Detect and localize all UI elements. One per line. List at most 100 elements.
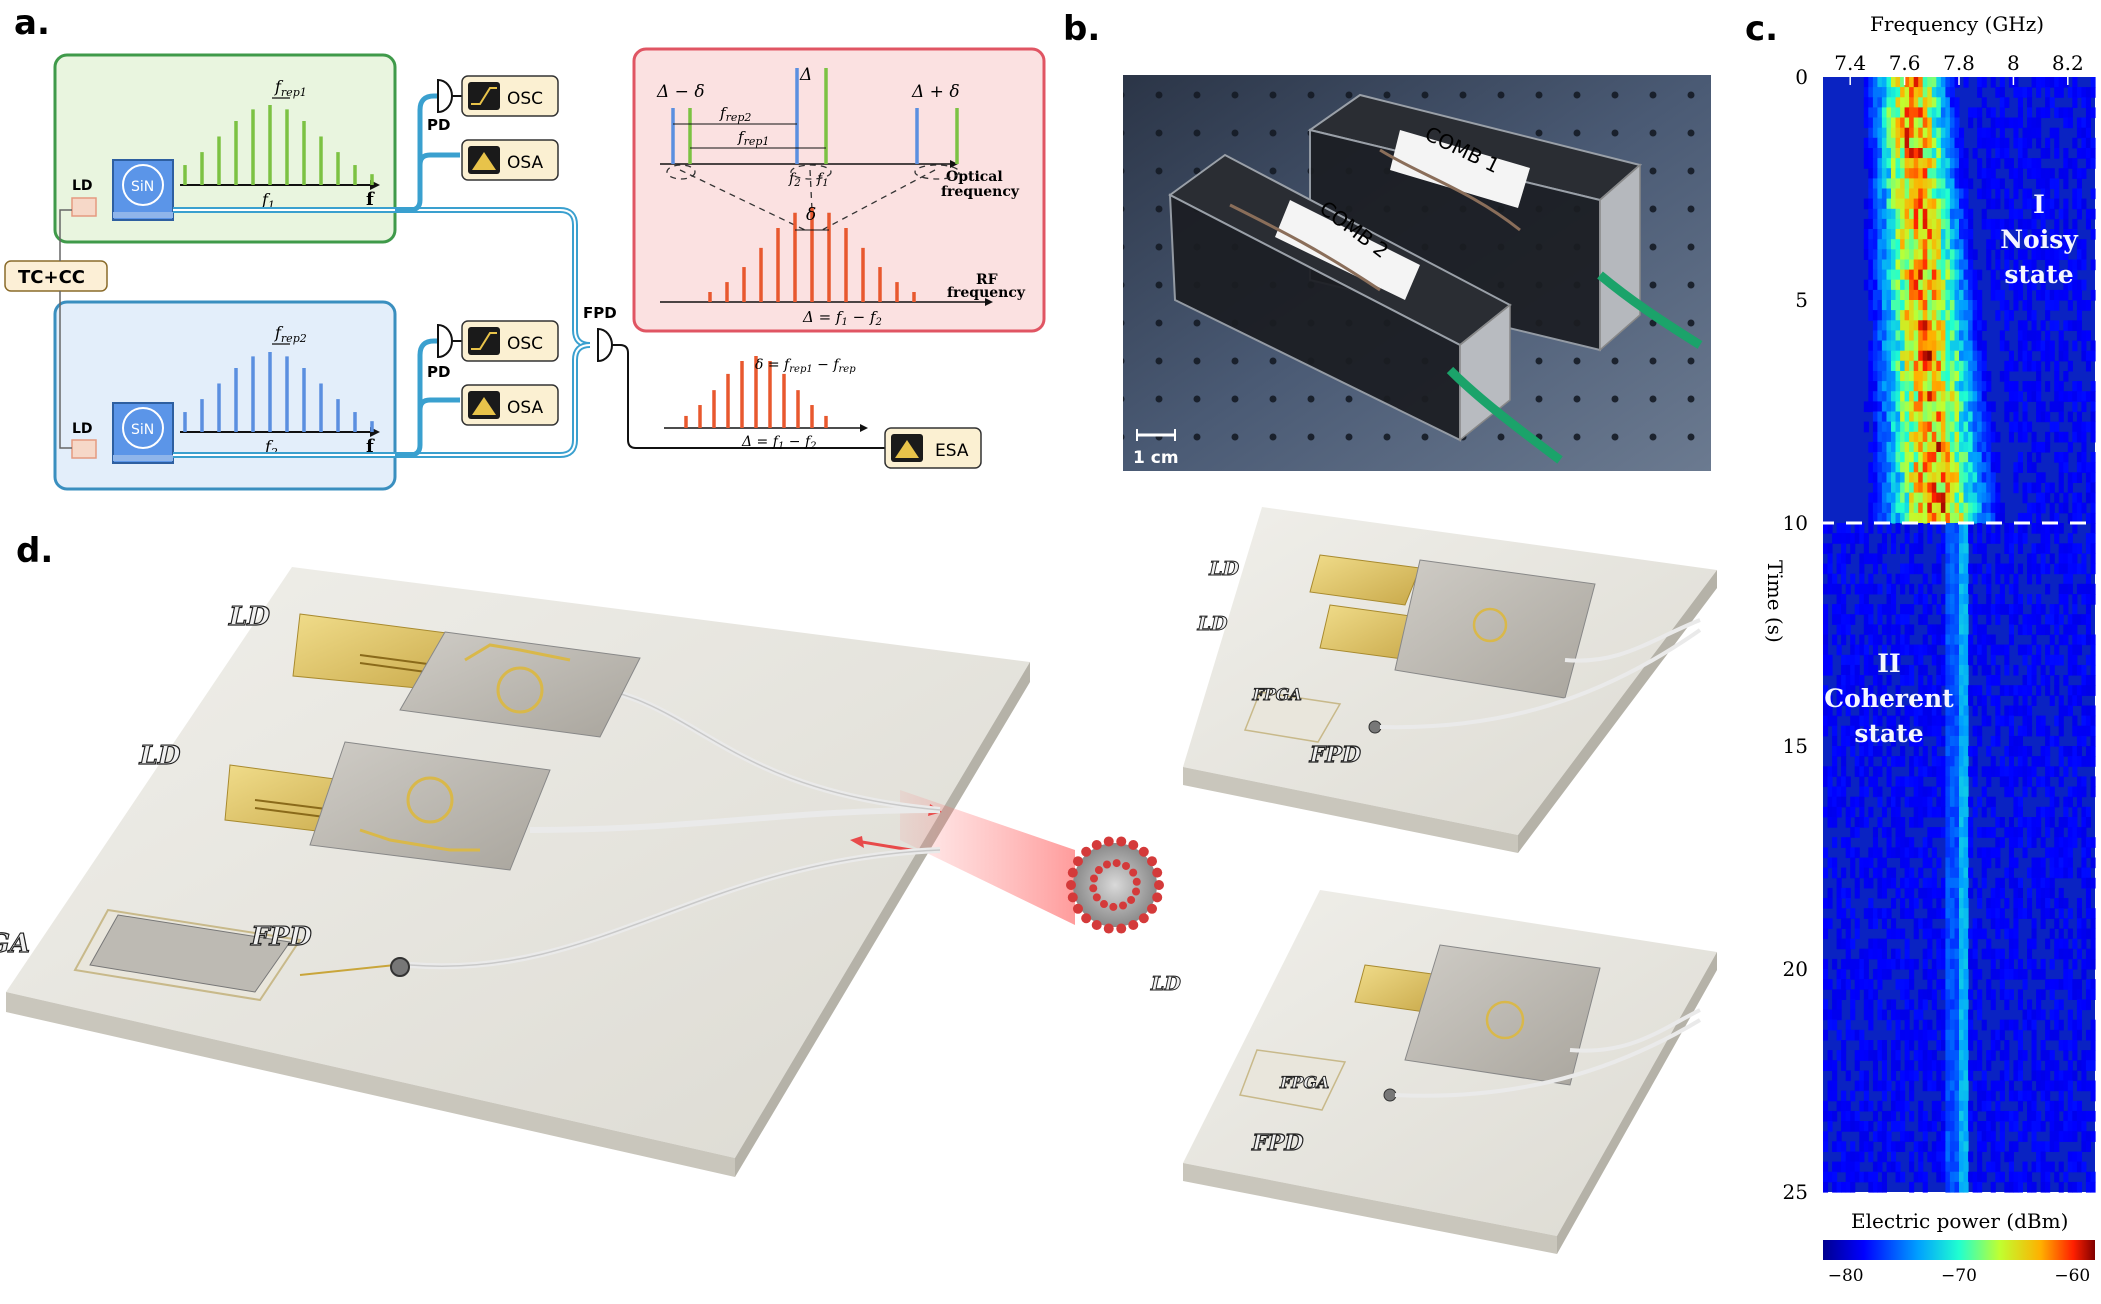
heatmap-cell [1877, 512, 1883, 524]
heatmap-cell [2081, 300, 2087, 311]
heatmap-cell [2081, 928, 2087, 940]
heatmap-cell [1900, 1090, 1906, 1102]
heatmap-cell [1872, 492, 1878, 504]
heatmap-cell [1954, 1019, 1960, 1031]
heatmap-cell [1968, 1040, 1974, 1051]
heatmap-cell [2036, 543, 2042, 554]
heatmap-cell [1936, 563, 1942, 575]
heatmap-cell [1900, 178, 1906, 190]
heatmap-cell [1891, 208, 1897, 220]
heatmap-cell [1999, 563, 2005, 575]
heatmap-cell [1872, 948, 1878, 960]
heatmap-cell [1895, 411, 1901, 423]
heatmap-cell [1854, 1050, 1860, 1061]
heatmap-cell [1931, 806, 1937, 818]
heatmap-cell [1945, 482, 1951, 494]
heatmap-cell [1999, 148, 2005, 159]
heatmap-cell [1959, 979, 1965, 990]
heatmap-cell [2076, 827, 2082, 838]
heatmap-cell [1845, 776, 1851, 788]
heatmap-cell [1877, 117, 1883, 129]
heatmap-cell [2040, 1161, 2046, 1173]
fpga-label: FPGA [0, 928, 34, 959]
heatmap-cell [2058, 340, 2064, 352]
heatmap-cell [1986, 421, 1992, 433]
heatmap-cell [1918, 259, 1924, 271]
heatmap-cell [1949, 117, 1955, 129]
heatmap-cell [1904, 239, 1910, 250]
heatmap-cell [1877, 279, 1883, 291]
heatmap-cell [2072, 229, 2078, 240]
heatmap-cell [1936, 360, 1942, 372]
heatmap-cell [1977, 320, 1983, 331]
heatmap-cell [2013, 1019, 2019, 1031]
heatmap-cell [1891, 239, 1897, 250]
heatmap-cell [1823, 583, 1829, 595]
heatmap-cell [2049, 979, 2055, 990]
heatmap-cell [1972, 563, 1978, 575]
heatmap-cell [1936, 979, 1942, 990]
heatmap-cell [1922, 806, 1928, 818]
heatmap-cell [1868, 908, 1874, 919]
heatmap-cell [1995, 452, 2001, 463]
heatmap-cell [1945, 1040, 1951, 1051]
heatmap-cell [1959, 137, 1965, 149]
heatmap-cell [1990, 137, 1996, 149]
svg-text:OSC: OSC [507, 89, 543, 109]
heatmap-cell [1986, 604, 1992, 615]
heatmap-cell [2013, 279, 2019, 291]
heatmap-cell [2013, 269, 2019, 281]
heatmap-cell [1936, 766, 1942, 777]
heatmap-cell [1881, 756, 1887, 767]
heatmap-cell [1859, 948, 1865, 960]
heatmap-cell [2067, 614, 2073, 625]
heatmap-cell [2067, 87, 2073, 98]
heatmap-cell [1981, 360, 1987, 372]
heatmap-cell [1850, 847, 1856, 859]
heatmap-cell [1940, 634, 1946, 646]
heatmap-cell [1936, 1060, 1942, 1071]
heatmap-cell [2049, 1110, 2055, 1122]
heatmap-cell [1886, 218, 1892, 230]
heatmap-cell [1891, 1050, 1897, 1061]
heatmap-cell [1949, 604, 1955, 615]
heatmap-cell [2076, 127, 2082, 139]
heatmap-cell [1886, 482, 1892, 494]
heatmap-cell [1981, 431, 1987, 443]
heatmap-cell [2090, 1060, 2096, 1071]
heatmap-cell [1850, 999, 1856, 1011]
heatmap-cell [1877, 441, 1883, 453]
heatmap-cell [2072, 391, 2078, 402]
heatmap-cell [1863, 877, 1869, 889]
heatmap-cell [1918, 1121, 1924, 1132]
heatmap-cell [1854, 989, 1860, 1000]
heatmap-cell [1954, 918, 1960, 929]
heatmap-cell [2081, 1070, 2087, 1082]
heatmap-cell [1868, 259, 1874, 271]
heatmap-cell [2085, 148, 2091, 159]
heatmap-cell [1981, 218, 1987, 230]
heatmap-cell [1918, 705, 1924, 717]
heatmap-cell [1945, 624, 1951, 636]
svg-text:II: II [1877, 649, 1900, 678]
heatmap-cell [1895, 685, 1901, 696]
heatmap-cell [2040, 756, 2046, 767]
heatmap-cell [1995, 847, 2001, 859]
heatmap-cell [1891, 269, 1897, 281]
heatmap-cell [2081, 1141, 2087, 1152]
heatmap-cell [1986, 431, 1992, 443]
heatmap-cell [1954, 746, 1960, 757]
heatmap-cell [1977, 330, 1983, 342]
heatmap-cell [1895, 188, 1901, 200]
heatmap-cell [2040, 675, 2046, 686]
heatmap-cell [1949, 583, 1955, 595]
heatmap-cell [2004, 259, 2010, 271]
heatmap-cell [1922, 77, 1928, 88]
heatmap-cell [1900, 452, 1906, 463]
heatmap-cell [1859, 533, 1865, 544]
heatmap-cell [1999, 877, 2005, 889]
heatmap-cell [1999, 583, 2005, 595]
heatmap-cell [1904, 279, 1910, 291]
heatmap-cell [1918, 543, 1924, 554]
heatmap-cell [2090, 877, 2096, 889]
